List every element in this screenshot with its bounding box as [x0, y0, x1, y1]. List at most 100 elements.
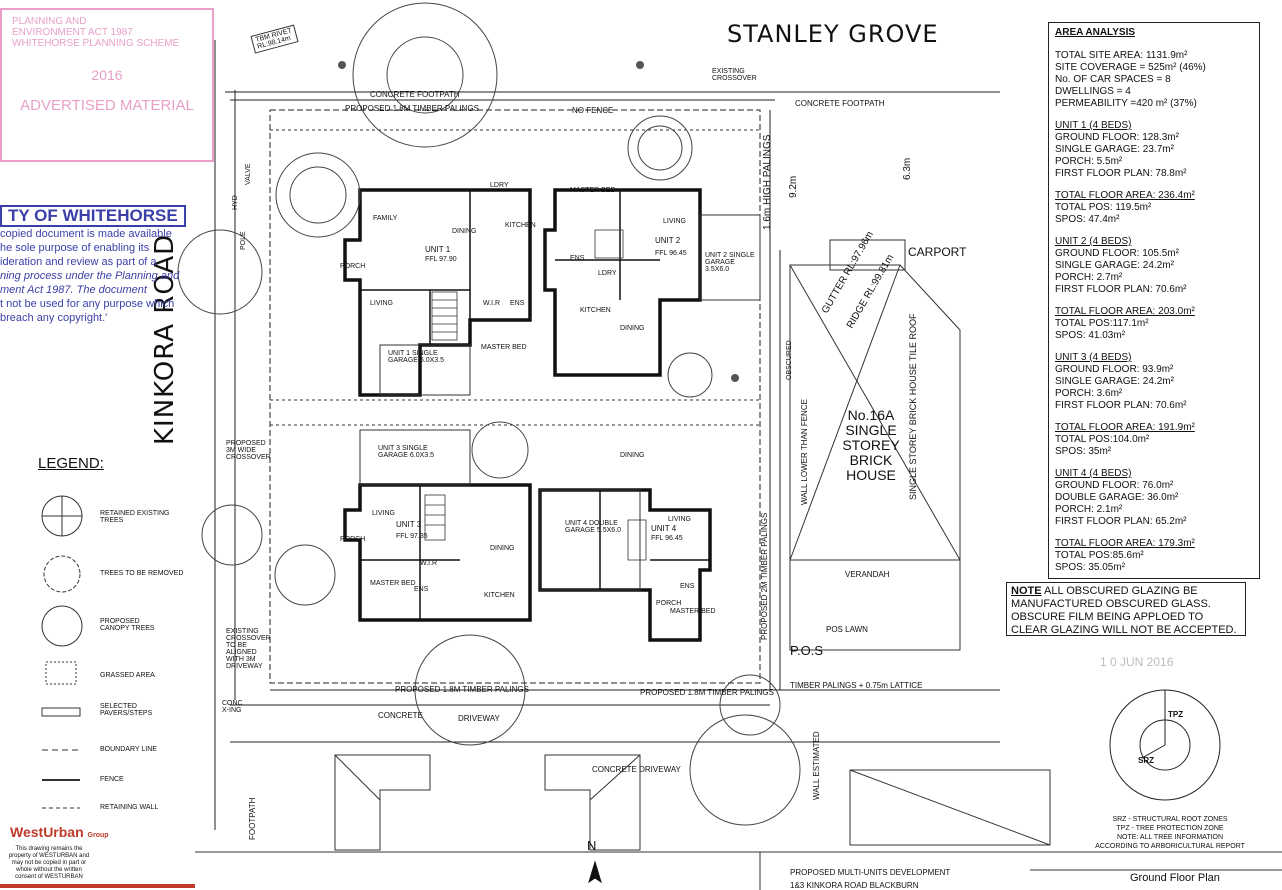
proposed-crossover-label: PROPOSED 3M WIDE CROSSOVER: [226, 440, 271, 461]
unit-2-total-pos: TOTAL POS:117.1m²: [1055, 318, 1149, 329]
unit-1-porch: PORCH: 5.5m²: [1055, 156, 1123, 167]
area-analysis-title: AREA ANALYSIS: [1055, 27, 1136, 38]
pos-lawn-label: POS LAWN: [826, 625, 868, 634]
unit-3-room-wir: W.I.R: [420, 560, 438, 567]
title-address: 1&3 KINKORA ROAD BLACKBURN: [790, 881, 919, 890]
unit-2-room-ldry: LDRY: [598, 270, 617, 277]
dim-9-2: 9.2m: [788, 175, 799, 198]
tpz-diagram: [1109, 689, 1221, 801]
unit-4-ffl: FFL 96.45: [651, 535, 683, 542]
unit-1-room-ens: ENS: [510, 300, 525, 307]
tpz-note-4: ACCORDING TO ARBORICULTURAL REPORT: [1095, 843, 1245, 850]
car-spaces: No. OF CAR SPACES = 8: [1055, 74, 1171, 85]
unit-2-room-kitchen: KITCHEN: [580, 307, 611, 314]
unit-2-porch: PORCH: 2.7m²: [1055, 272, 1123, 283]
footpath-left-label: FOOTPATH: [248, 797, 257, 840]
council-stamp-line-2: he sole purpose of enabling its: [0, 242, 150, 254]
street-name-stanley-grove: STANLEY GROVE: [727, 20, 939, 48]
hydro-label: HYD: [232, 195, 239, 210]
pink-stamp-year: 2016: [91, 67, 123, 83]
legend-retained-trees: RETAINED EXISTING TREES: [100, 510, 170, 524]
advertised-stamp: PLANNING AND ENVIRONMENT ACT 1987 WHITEH…: [0, 8, 214, 162]
concrete-label: CONCRETE: [378, 711, 423, 720]
unit-1-room-kitchen: KITCHEN: [505, 222, 536, 229]
interior-walls: [360, 190, 710, 620]
neighbour-house: [789, 264, 961, 651]
unit-4-ground: GROUND FLOOR: 76.0m²: [1055, 480, 1174, 491]
tpz-notes: SRZ - STRUCTURAL ROOT ZONES TPZ - TREE P…: [1090, 815, 1250, 851]
unit-4-total-floor: TOTAL FLOOR AREA: 179.3m²: [1055, 538, 1195, 549]
unit-4-label: UNIT 4: [651, 524, 677, 533]
council-stamp-heading: TY OF WHITEHORSE: [0, 205, 186, 227]
legend-pavers: SELECTED PAVERS/STEPS: [100, 703, 153, 717]
timber-palings-vertical-label: PROPOSED 2M TIMBER PALINGS: [760, 512, 769, 640]
pink-stamp-line-1: PLANNING AND: [12, 16, 87, 27]
unit-3-room-master-bed: MASTER BED: [370, 580, 416, 587]
palings-top-label: PROPOSED 1.8M TIMBER PALINGS: [345, 104, 479, 113]
tree-trunks: [338, 61, 739, 382]
unit-walls: [343, 188, 712, 642]
unit-1-spos: SPOS: 47.4m²: [1055, 214, 1120, 225]
unit-3-total-pos: TOTAL POS:104.0m²: [1055, 434, 1150, 445]
carport-label: CARPORT: [908, 245, 967, 259]
unit-1-garage: SINGLE GARAGE: 23.7m²: [1055, 144, 1174, 155]
legend-title: LEGEND:: [38, 455, 104, 472]
unit-4-room-dining: DINING: [620, 452, 645, 459]
disclaimer-line-5: consent of WESTURBAN: [15, 874, 83, 880]
unit-3-room-living: LIVING: [372, 510, 395, 517]
unit-2-room-master-bed: MASTER BED: [570, 187, 616, 194]
unit-2-spos: SPOS: 41.03m²: [1055, 330, 1126, 341]
permeability: PERMEABILITY =420 m² (37%): [1055, 98, 1197, 109]
existing-crossover-label: EXISTING CROSSOVER: [712, 68, 757, 82]
unit-2-garage: SINGLE GARAGE: 24.2m²: [1055, 260, 1174, 271]
unit-2-label: UNIT 2: [655, 236, 681, 245]
srz-label: SRZ: [1138, 756, 1154, 765]
site-coverage: SITE COVERAGE = 525m² (46%): [1055, 62, 1206, 73]
pink-stamp-line-2: ENVIRONMENT ACT 1987: [12, 27, 133, 38]
date-stamp: 1 0 JUN 2016: [1100, 655, 1174, 669]
wall-lower-label: WALL LOWER THAN FENCE: [800, 399, 809, 505]
unit-1-first-floor: FIRST FLOOR PLAN: 78.8m²: [1055, 168, 1187, 179]
council-stamp-line-7: breach any copyright.': [0, 312, 108, 324]
unit-2-ground: GROUND FLOOR: 105.5m²: [1055, 248, 1179, 259]
legend-boundary-line: BOUNDARY LINE: [100, 746, 157, 753]
conc-xing-label: CONC X-ING: [222, 700, 243, 714]
legend-symbols: [41, 495, 83, 809]
tpz-note-1: SRZ - STRUCTURAL ROOT ZONES: [1112, 816, 1228, 823]
timber-lattice-label: TIMBER PALINGS + 0.75m LATTICE: [790, 681, 923, 690]
brand-logo: WestUrban Group: [10, 824, 109, 840]
unit-2-garage-label: UNIT 2 SINGLE GARAGE 3.5X6.0: [705, 252, 755, 273]
unit-1-total-floor: TOTAL FLOOR AREA: 236.4m²: [1055, 190, 1195, 201]
unit-3-garage: SINGLE GARAGE: 24.2m²: [1055, 376, 1174, 387]
unit-3-room-porch: PORCH: [340, 536, 366, 543]
unit-1-heading: UNIT 1 (4 BEDS): [1055, 120, 1132, 131]
council-stamp-line-1: copied document is made available: [0, 228, 172, 240]
unit-4-porch: PORCH: 2.1m²: [1055, 504, 1123, 515]
stairs: [424, 229, 647, 561]
unit-1-label: UNIT 1: [425, 245, 451, 254]
verandah-label: VERANDAH: [845, 570, 890, 579]
footpath-right-label: CONCRETE FOOTPATH: [795, 99, 885, 108]
unit-3-spos: SPOS: 35m²: [1055, 446, 1112, 457]
unit-1-room-porch: PORCH: [340, 263, 366, 270]
unit-1-room-family: FAMILY: [373, 215, 398, 222]
unit-1-ffl: FFL 97.90: [425, 256, 457, 263]
valve-label: VALVE: [245, 163, 252, 185]
legend-grassed-area: GRASSED AREA: [100, 672, 155, 679]
title-project: PROPOSED MULTI-UNITS DEVELOPMENT: [790, 868, 951, 877]
unit-2-total-floor: TOTAL FLOOR AREA: 203.0m²: [1055, 306, 1195, 317]
unit-3-total-floor: TOTAL FLOOR AREA: 191.9m²: [1055, 422, 1195, 433]
council-stamp-line-3: ideration and review as part of a: [0, 256, 157, 268]
unit-3-ground: GROUND FLOOR: 93.9m²: [1055, 364, 1174, 375]
unit-4-garage: DOUBLE GARAGE: 36.0m²: [1055, 492, 1179, 503]
pos-label: P.O.S: [790, 643, 824, 658]
note-label: NOTE: [1011, 585, 1042, 597]
unit-1-total-pos: TOTAL POS: 119.5m²: [1055, 202, 1152, 213]
disclaimer-line-1: This drawing remains the: [15, 846, 83, 852]
unit-2-room-ens: ENS: [570, 255, 585, 262]
unit-4-garage-label: UNIT 4 DOUBLE GARAGE 5.5X6.0: [565, 520, 622, 534]
concrete-driveway-label: CONCRETE DRIVEWAY: [592, 765, 681, 774]
dim-6-3: 6.3m: [902, 157, 913, 180]
neighbour-house-label: No.16A SINGLE STOREY BRICK HOUSE: [842, 407, 900, 483]
unit-4-room-master-bed: MASTER BED: [670, 608, 716, 615]
